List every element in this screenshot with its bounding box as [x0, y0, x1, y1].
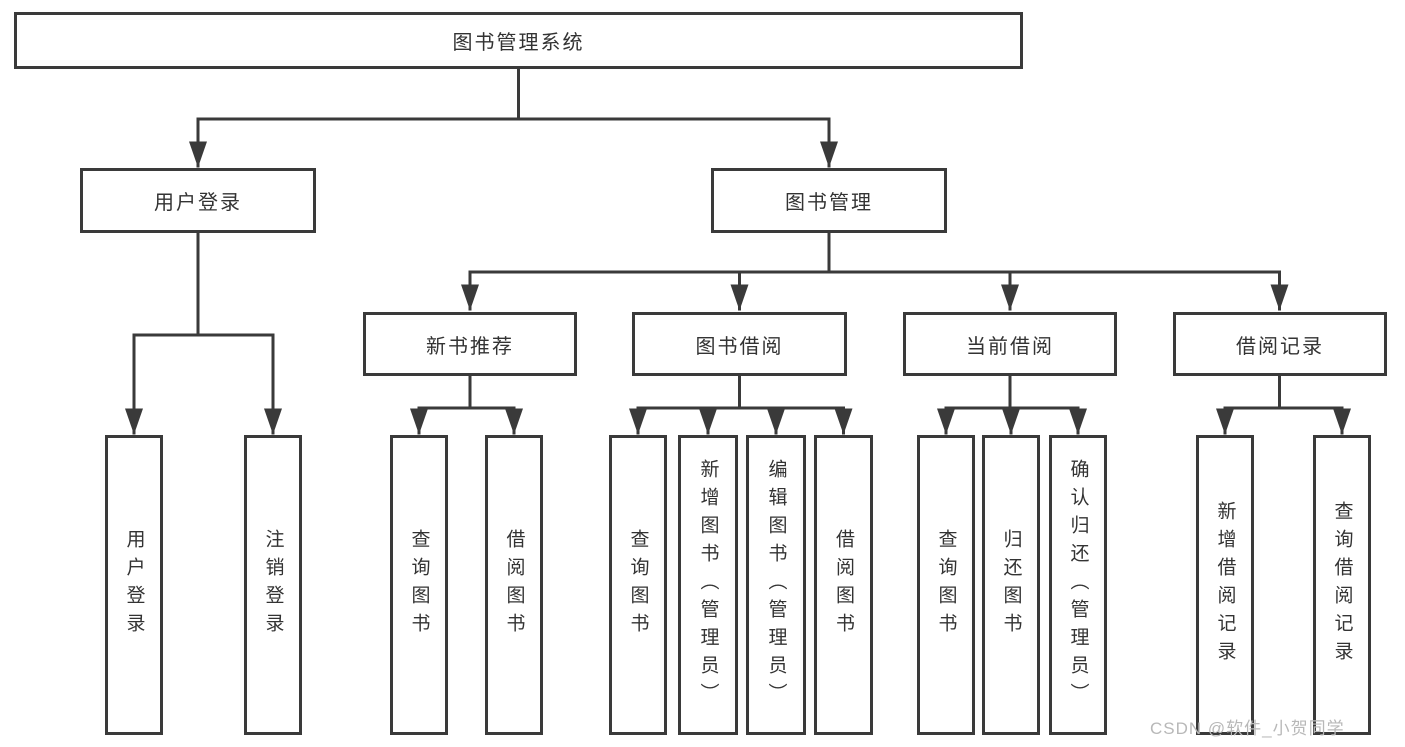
leaf-borrow-book: 借阅图书	[814, 435, 873, 735]
node-book-management: 图书管理	[711, 168, 947, 233]
leaf-return-book: 归还图书	[982, 435, 1040, 735]
leaf-user-login: 用户登录	[105, 435, 163, 735]
leaf-edit-book-admin: 编辑图书（管理员）	[746, 435, 806, 735]
node-user-login: 用户登录	[80, 168, 316, 233]
node-new-book-recommend: 新书推荐	[363, 312, 577, 376]
leaf-query-book-recommend: 查询图书	[390, 435, 448, 735]
leaf-query-borrow-record: 查询借阅记录	[1313, 435, 1371, 735]
csdn-watermark: CSDN @软件_小贺同学	[1150, 719, 1345, 738]
node-current-borrow: 当前借阅	[903, 312, 1117, 376]
leaf-query-book-borrow: 查询图书	[609, 435, 667, 735]
node-borrow-records: 借阅记录	[1173, 312, 1387, 376]
leaf-add-borrow-record: 新增借阅记录	[1196, 435, 1254, 735]
node-book-borrow: 图书借阅	[632, 312, 847, 376]
leaf-query-book-current: 查询图书	[917, 435, 975, 735]
leaf-logout: 注销登录	[244, 435, 302, 735]
leaf-add-book-admin: 新增图书（管理员）	[678, 435, 738, 735]
leaf-borrow-book-recommend: 借阅图书	[485, 435, 543, 735]
node-root: 图书管理系统	[14, 12, 1023, 69]
leaf-confirm-return-admin: 确认归还（管理员）	[1049, 435, 1107, 735]
